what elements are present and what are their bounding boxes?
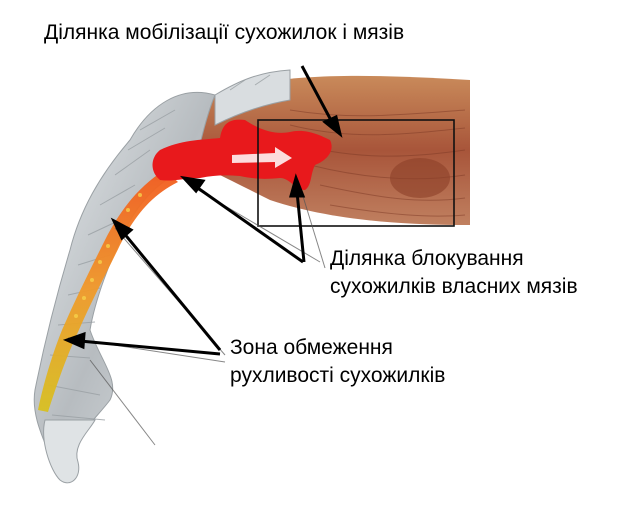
restriction-zone-label-line1: Зона обмеження [230,335,393,361]
mobilization-area-label: Ділянка мобілізації сухожилок і мязів [44,20,404,46]
finger-tip [44,420,95,483]
blocking-area-label-line1: Ділянка блокування [330,246,524,272]
muscle-bulge [390,158,450,198]
blocking-area-label-line2: сухожилків власних мязів [330,274,578,300]
restriction-zone-label-line2: рухливості сухожилків [230,363,445,389]
